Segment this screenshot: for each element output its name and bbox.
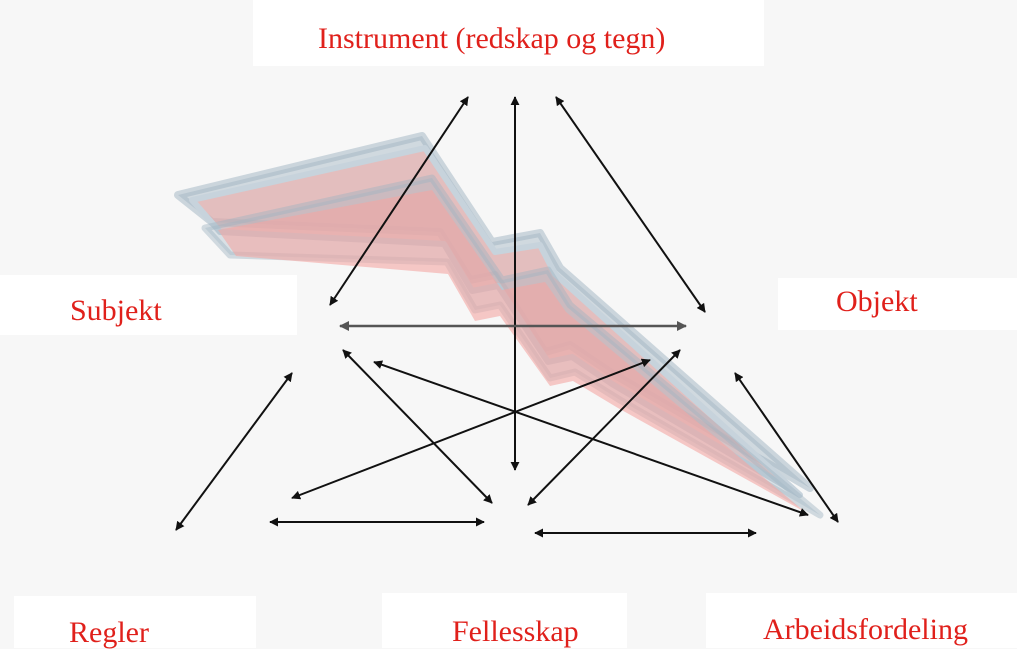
arrows <box>175 96 839 538</box>
arrow-instrument-objekt <box>555 96 706 313</box>
node-arbeidsfordeling: Arbeidsfordeling <box>706 593 1017 648</box>
node-regler: Regler <box>14 596 256 648</box>
node-instrument: Instrument (redskap og tegn) <box>253 0 764 66</box>
arrow-instrument-subjekt <box>329 96 469 306</box>
node-subjekt: Subjekt <box>0 275 297 335</box>
arrow-objekt-regler <box>291 358 651 500</box>
arrow-objekt-arbeidsfordeling <box>734 372 839 523</box>
node-fellesskap: Fellesskap <box>382 593 627 648</box>
arrow-objekt-fellesskap <box>527 349 681 506</box>
node-objekt: Objekt <box>778 278 1017 330</box>
arrow-subjekt-fellesskap <box>342 349 493 504</box>
arrow-subjekt-regler <box>175 372 293 531</box>
